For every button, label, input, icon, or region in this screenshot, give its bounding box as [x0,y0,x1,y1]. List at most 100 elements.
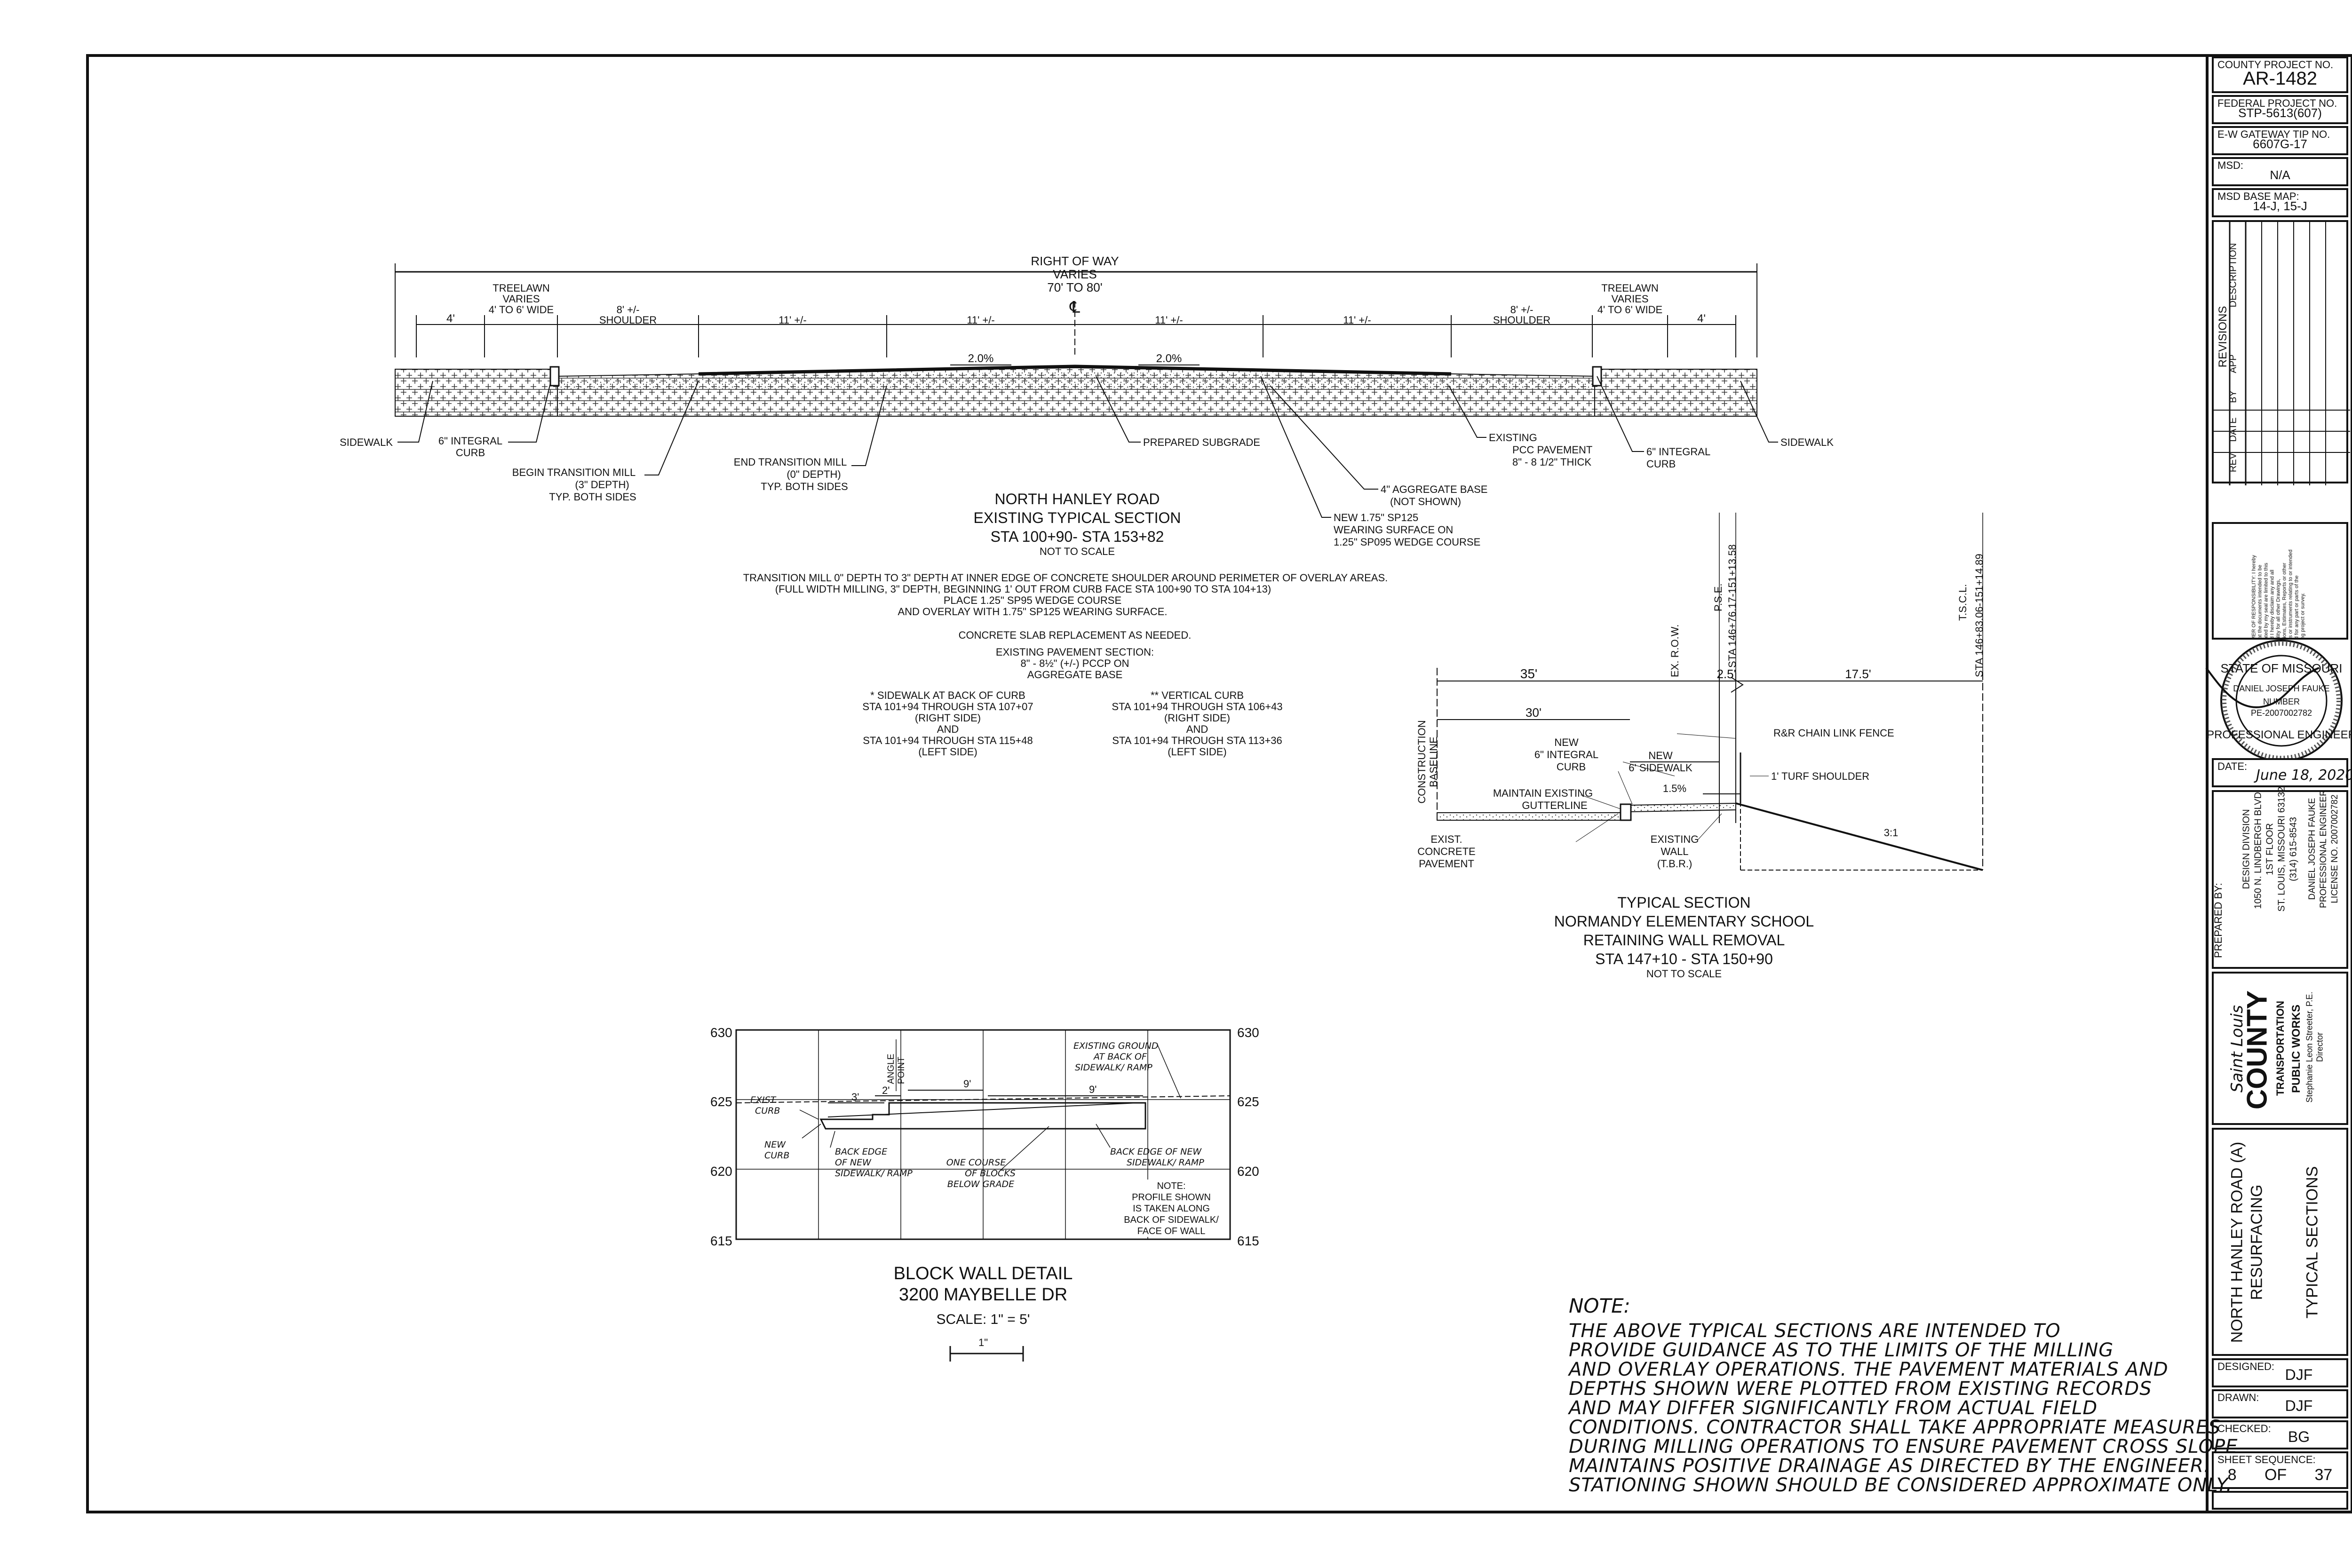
callout-curb-r-2: CURB [1646,458,1676,470]
drawn-value: DJF [2285,1397,2313,1414]
general-note-heading: NOTE: [1569,1294,1630,1317]
ex-row-label: EX. R.O.W. [1669,625,1681,677]
disclaimer-box: DISCLAIMER OF RESPONSIBILITY: I hereby s… [2212,522,2348,640]
callout-wearing-1: NEW 1.75" SP125 [1334,512,1418,523]
y-tick-630-r: 630 [1237,1025,1259,1040]
treelawn-r-1: TREELAWN [1601,282,1658,294]
dim-17-5: 17.5' [1845,667,1871,681]
drawing-border [86,54,2352,1513]
callout-subgrade: PREPARED SUBGRADE [1143,436,1260,448]
sequence-of: OF [2264,1466,2287,1484]
note-line-6: EXISTING PAVEMENT SECTION: [996,646,1154,658]
note-line-4: AND OVERLAY WITH 1.75" SP125 WEARING SUR… [898,606,1167,618]
sidewalk-note-3: (RIGHT SIDE) [915,712,981,724]
slope-3-1: 3:1 [1884,827,1899,839]
callout-end-2: (0" DEPTH) [787,468,841,480]
callout-agg-1: 4" AGGREGATE BASE [1381,483,1487,495]
msd-box: MSD: N/A [2212,157,2348,186]
county-project-label: COUNTY PROJECT NO. [2217,59,2334,71]
sequence-box: SHEET SEQUENCE: 8 OF 37 [2212,1451,2348,1489]
dim-35: 35' [1520,666,1538,681]
y-tick-625-l: 625 [710,1094,732,1109]
dim-sidewalk-r: 4' [1697,312,1706,325]
callout-pcc-3: 8" - 8 1/2" THICK [1512,456,1591,468]
bw-angle-2: POINT [897,1057,906,1084]
note-line-1: TRANSITION MILL 0" DEPTH TO 3" DEPTH AT … [743,572,1388,584]
gateway-tip-box: E-W GATEWAY TIP NO. 6607G-17 [2212,126,2348,155]
y-tick-620-r: 620 [1237,1164,1259,1179]
y-tick-625-r: 625 [1237,1094,1259,1109]
date-label: DATE: [2217,760,2248,772]
section2-title-3: RETAINING WALL REMOVAL [1583,932,1785,949]
bw-note-3: IS TAKEN ALONG [1133,1204,1210,1214]
county-project-box: COUNTY PROJECT NO. AR-1482 [2212,56,2348,93]
callout-sidewalk-left: SIDEWALK [340,436,393,448]
y-tick-615-r: 615 [1237,1234,1259,1248]
row-varies: VARIES [1053,267,1097,281]
s2-fence: R&R CHAIN LINK FENCE [1773,727,1894,739]
bw-dim-3: 3' [851,1091,859,1103]
note-line-7: 8" - 8½" (+/-) PCCP ON [1021,657,1129,669]
checked-label: CHECKED: [2217,1423,2271,1434]
bw-note-1: NOTE: [1157,1181,1185,1191]
y-tick-615-l: 615 [710,1234,732,1248]
bw-back-l-2: OF NEW [835,1157,872,1168]
s2-curb-2: 6" INTEGRAL [1534,749,1598,760]
section2-title-2: NORMANDY ELEMENTARY SCHOOL [1554,913,1814,930]
general-note-text: THE ABOVE TYPICAL SECTIONS ARE INTENDED … [1569,1320,2238,1496]
s2-turf: 1' TURF SHOULDER [1771,770,1869,782]
bw-ground-1: EXISTING GROUND [1073,1041,1159,1051]
s2-gutter-1: MAINTAIN EXISTING [1493,787,1593,799]
s2-wall-1: EXISTING [1651,833,1699,845]
county-logo-box: Saint Louis COUNTY TRANSPORTATION PUBLIC… [2212,972,2348,1125]
blank-box [2212,1491,2348,1510]
msd-value: N/A [2270,168,2290,182]
callout-curb-l-1: 6" INTEGRAL [438,435,502,447]
treelawn-l-1: TREELAWN [493,282,549,294]
gateway-tip-value: 6607G-17 [2253,137,2307,151]
tscl-station: STA 146+83.06-151+14.89 [1973,554,1985,677]
pse-station: STA 146+76.17-151+13.58 [1726,544,1738,668]
s2-conc-3: PAVEMENT [1419,858,1474,870]
msd-base-map-box: MSD BASE MAP: 14-J, 15-J [2212,188,2348,217]
treelawn-r-3: 4' TO 6' WIDE [1597,304,1662,316]
section2-title-1: TYPICAL SECTION [1617,894,1750,911]
bw-back-r-2: SIDEWALK/ RAMP [1127,1157,1204,1168]
msd-base-map-label: MSD BASE MAP: [2217,190,2299,202]
designed-label: DESIGNED: [2217,1361,2275,1372]
callout-curb-r-1: 6" INTEGRAL [1646,446,1710,458]
curb-note-5: STA 101+94 THROUGH STA 113+36 [1112,735,1282,746]
bw-back-r-1: BACK EDGE OF NEW [1110,1147,1202,1157]
bw-course-1: ONE COURSE [946,1157,1006,1168]
bw-dim-9a: 9' [963,1078,971,1090]
treelawn-l-2: VARIES [502,293,540,305]
s2-conc-1: EXIST. [1430,833,1462,845]
s2-sidewalk-2: 6' SIDEWALK [1629,762,1692,774]
s2-gutter-2: GUTTERLINE [1522,800,1587,811]
sidewalk-note-2: STA 101+94 THROUGH STA 107+07 [862,701,1033,713]
s2-conc-2: CONCRETE [1417,846,1475,857]
s2-curb-3: CURB [1557,761,1586,773]
callout-pcc-2: PCC PAVEMENT [1512,444,1592,456]
sequence-label: SHEET SEQUENCE: [2217,1454,2316,1465]
bw-scale: SCALE: 1" = 5' [937,1312,1030,1327]
row-label: RIGHT OF WAY [1031,254,1119,268]
prepared-by-box: PREPARED BY: DESIGN DIVISION 1050 N. LIN… [2212,787,2348,969]
bw-new-curb-2: CURB [764,1150,789,1161]
bw-note-2: PROFILE SHOWN [1132,1192,1211,1203]
block-wall-profile [735,1029,1231,1240]
callout-begin-1: BEGIN TRANSITION MILL [512,467,636,478]
callout-agg-2: (NOT SHOWN) [1390,496,1461,507]
y-tick-630-l: 630 [710,1025,732,1040]
note-line-2: (FULL WIDTH MILLING, 3" DEPTH, BEGINNING… [775,583,1271,595]
shoulder-l-label: SHOULDER [599,314,657,326]
s2-curb-1: NEW [1554,736,1579,748]
sidewalk-note-1: * SIDEWALK AT BACK OF CURB [870,689,1025,701]
bw-new-curb-1: NEW [764,1140,786,1150]
shoulder-r-label: SHOULDER [1493,314,1550,326]
section1-title-4: NOT TO SCALE [1040,546,1115,557]
date-value: June 18, 2020 [2256,767,2352,784]
callout-end-3: TYP. BOTH SIDES [761,481,848,492]
msd-label: MSD: [2217,159,2243,171]
